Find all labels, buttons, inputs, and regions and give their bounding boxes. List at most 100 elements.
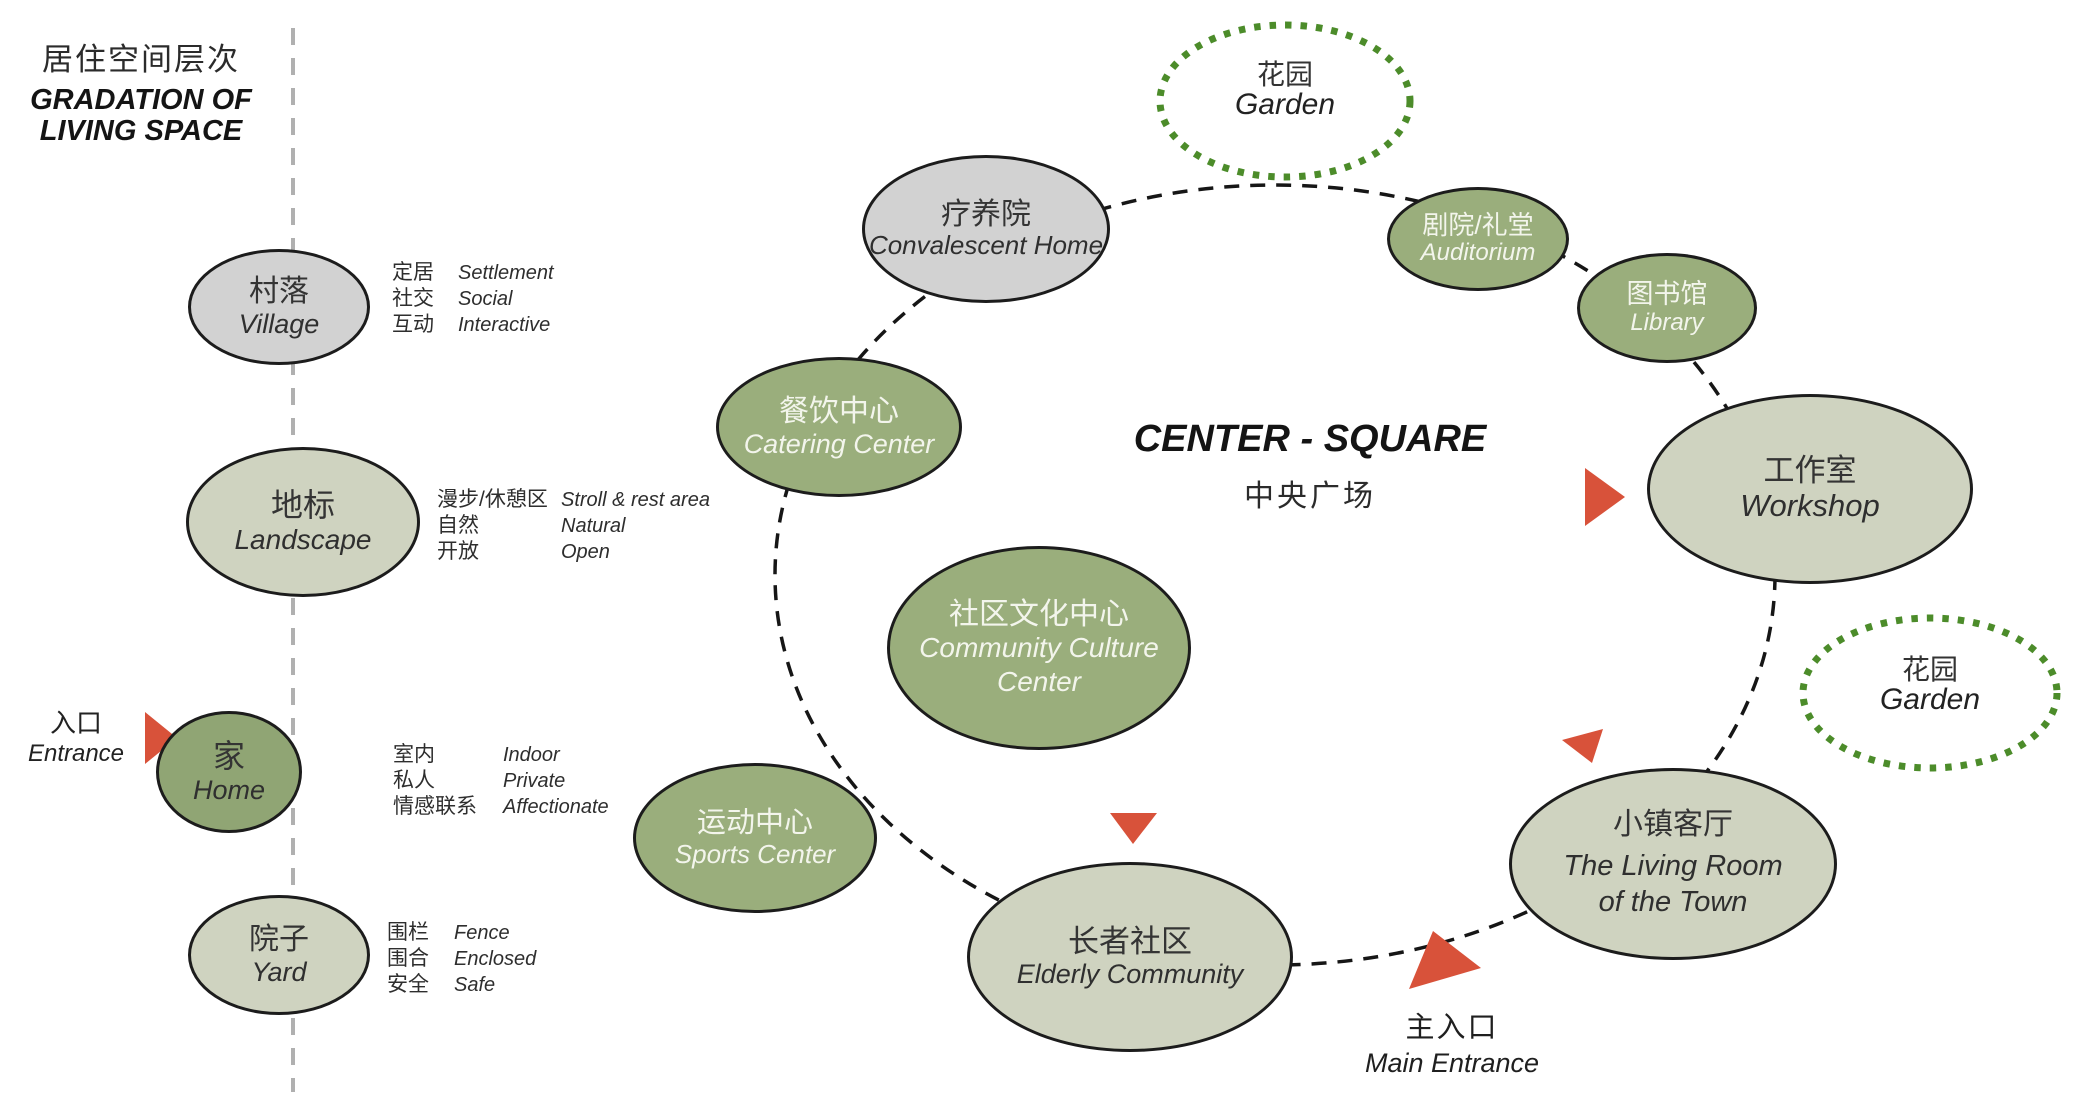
auditorium-en: Auditorium bbox=[1420, 239, 1536, 267]
entrance-en: Entrance bbox=[27, 740, 125, 767]
trait-row: 互动 Interactive bbox=[392, 312, 554, 338]
trait-row: 开放 Open bbox=[437, 539, 710, 565]
trait-zh: 互动 bbox=[392, 313, 434, 336]
node-village: 村落 Village bbox=[188, 249, 370, 365]
title-zh: 居住空间层次 bbox=[42, 42, 240, 77]
title-en: GRADATION OF LIVING SPACE bbox=[28, 85, 254, 147]
community-culture-center-zh: 社区文化中心 bbox=[949, 597, 1129, 631]
trait-row: 定居 Settlement bbox=[392, 260, 554, 286]
trait-en: Affectionate bbox=[503, 796, 609, 818]
trait-row: 社交 Social bbox=[392, 286, 554, 312]
community-culture-center-en-line2: Center bbox=[996, 665, 1082, 697]
home-en: Home bbox=[192, 774, 266, 805]
living-room-arrow-icon bbox=[1562, 729, 1603, 763]
title-en-line2: LIVING SPACE bbox=[39, 115, 243, 147]
trait-row: 室内 Indoor bbox=[393, 742, 609, 768]
trait-zh: 漫步/休憩区 bbox=[437, 488, 548, 511]
trait-row: 私人 Private bbox=[393, 768, 609, 794]
trait-en: Interactive bbox=[458, 314, 551, 336]
yard-en: Yard bbox=[251, 956, 307, 987]
node-landscape: 地标 Landscape bbox=[186, 447, 420, 597]
garden-top-label: 花园 Garden bbox=[1185, 60, 1385, 121]
landscape-zh: 地标 bbox=[270, 487, 335, 524]
trait-zh: 围合 bbox=[387, 947, 429, 970]
garden-right-en: Garden bbox=[1879, 683, 1981, 717]
elderly-community-en: Elderly Community bbox=[1016, 959, 1244, 990]
node-convalescent-home: 疗养院 Convalescent Home bbox=[862, 155, 1110, 303]
catering-center-zh: 餐饮中心 bbox=[779, 395, 899, 429]
node-yard: 院子 Yard bbox=[188, 895, 370, 1015]
garden-right-label: 花园 Garden bbox=[1830, 655, 2030, 716]
trait-en: Natural bbox=[561, 515, 626, 537]
trait-zh: 室内 bbox=[393, 743, 435, 766]
yard-zh: 院子 bbox=[249, 923, 309, 957]
trait-en: Social bbox=[458, 288, 513, 310]
entrance-zh: 入口 bbox=[49, 708, 102, 738]
entrance-arrow-icon bbox=[145, 712, 177, 764]
trait-en: Private bbox=[503, 770, 566, 792]
garden-top-en: Garden bbox=[1234, 88, 1336, 122]
node-home: 家 Home bbox=[156, 711, 302, 833]
auditorium-zh: 剧院/礼堂 bbox=[1422, 210, 1534, 240]
workshop-en: Workshop bbox=[1740, 488, 1880, 523]
elderly-community-zh: 长者社区 bbox=[1068, 923, 1192, 959]
title-en-line1: GRADATION OF bbox=[30, 84, 252, 116]
center-square-en: CENTER - SQUARE bbox=[1133, 418, 1487, 460]
living-room-en-line1: The Living Room bbox=[1563, 849, 1783, 882]
living-room-zh: 小镇客厅 bbox=[1613, 807, 1733, 841]
node-living-room-of-the-town: 小镇客厅 The Living Room of the Town bbox=[1509, 768, 1837, 960]
trait-zh: 定居 bbox=[392, 261, 434, 284]
node-auditorium: 剧院/礼堂 Auditorium bbox=[1387, 187, 1569, 291]
trait-en: Enclosed bbox=[454, 948, 537, 970]
sports-center-en: Sports Center bbox=[674, 838, 836, 869]
trait-row: 围合 Enclosed bbox=[387, 946, 536, 972]
workshop-zh: 工作室 bbox=[1763, 453, 1857, 489]
library-zh: 图书馆 bbox=[1626, 279, 1708, 310]
main-entrance-label: 主入口 Main Entrance bbox=[1332, 1004, 1572, 1079]
trait-row: 自然 Natural bbox=[437, 513, 710, 539]
trait-en: Settlement bbox=[458, 262, 554, 284]
main-entrance-arrow-icon bbox=[1409, 931, 1481, 989]
trait-zh: 开放 bbox=[437, 540, 479, 563]
node-sports-center: 运动中心 Sports Center bbox=[633, 763, 877, 913]
trait-zh: 社交 bbox=[392, 287, 434, 310]
main-entrance-zh: 主入口 bbox=[1405, 1012, 1499, 1044]
entrance-label: 入口 Entrance bbox=[6, 703, 146, 768]
catering-center-en: Catering Center bbox=[743, 428, 935, 459]
elderly-community-arrow-icon bbox=[1110, 813, 1157, 844]
trait-en: Open bbox=[561, 541, 610, 563]
village-traits: 定居 Settlement 社交 Social 互动 Interactive bbox=[392, 260, 554, 338]
community-culture-center-en-line1: Community Culture bbox=[919, 632, 1159, 664]
home-zh: 家 bbox=[212, 737, 245, 774]
trait-zh: 安全 bbox=[387, 973, 429, 996]
garden-top-zh: 花园 bbox=[1256, 59, 1313, 90]
convalescent-home-en: Convalescent Home bbox=[868, 230, 1104, 261]
trait-zh: 围栏 bbox=[387, 921, 429, 944]
convalescent-home-zh: 疗养院 bbox=[941, 197, 1031, 231]
village-en: Village bbox=[238, 308, 320, 339]
trait-row: 安全 Safe bbox=[387, 972, 536, 998]
garden-right-zh: 花园 bbox=[1901, 654, 1958, 685]
node-catering-center: 餐饮中心 Catering Center bbox=[716, 357, 962, 497]
garden-top-dotted-ellipse bbox=[1156, 21, 1414, 181]
center-square-zh: 中央广场 bbox=[1244, 480, 1376, 513]
living-room-en-line2: of the Town bbox=[1598, 885, 1748, 918]
node-community-culture-center: 社区文化中心 Community Culture Center bbox=[887, 546, 1191, 750]
node-library: 图书馆 Library bbox=[1577, 253, 1757, 363]
node-elderly-community: 长者社区 Elderly Community bbox=[967, 862, 1293, 1052]
node-workshop: 工作室 Workshop bbox=[1647, 394, 1973, 584]
trait-en: Indoor bbox=[503, 744, 560, 766]
trait-zh: 私人 bbox=[393, 769, 435, 792]
village-zh: 村落 bbox=[249, 275, 309, 309]
trait-en: Safe bbox=[454, 974, 496, 996]
diagram-title: 居住空间层次 GRADATION OF LIVING SPACE bbox=[28, 34, 254, 147]
garden-right-dotted-ellipse bbox=[1799, 614, 2061, 772]
trait-zh: 自然 bbox=[437, 514, 479, 537]
